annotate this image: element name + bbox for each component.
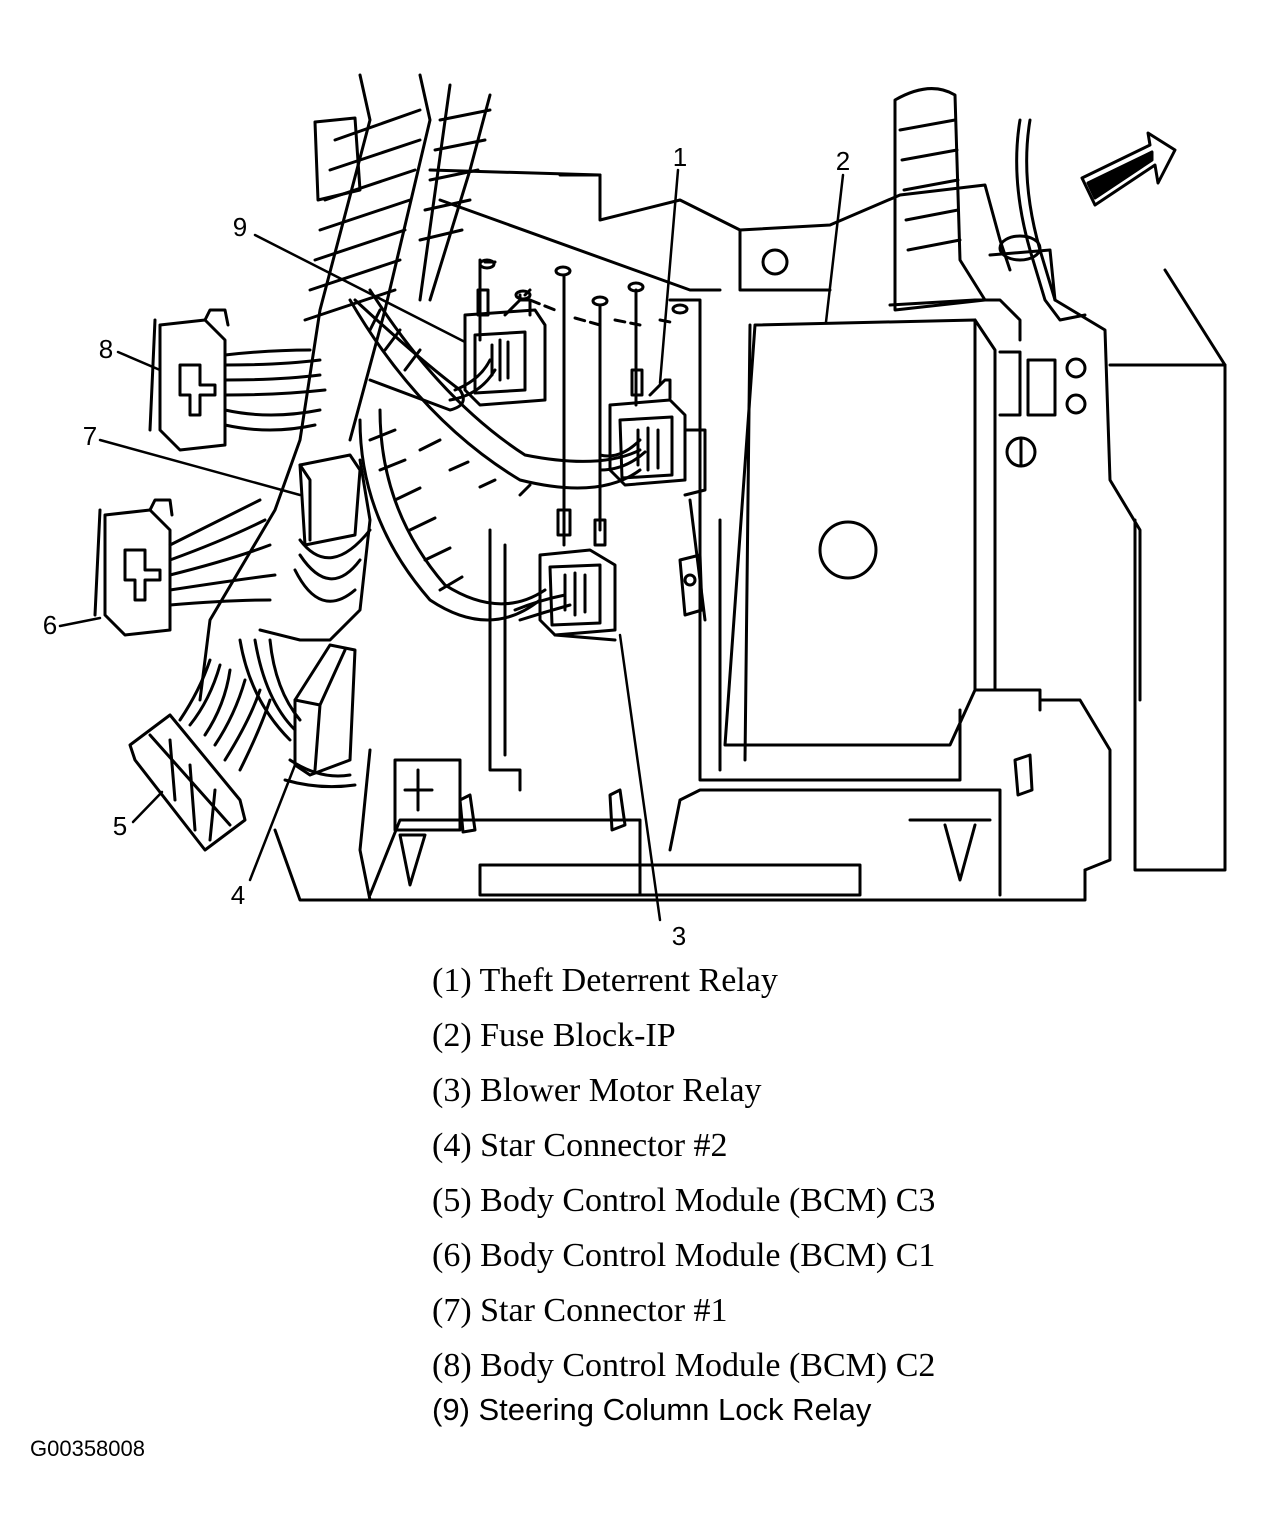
legend-item-2: (2) Fuse Block-IP [432, 1017, 676, 1054]
callout-4: 4 [231, 880, 245, 910]
star-connector-1 [293, 453, 372, 603]
callout-5: 5 [113, 811, 127, 841]
instrument-panel-frame [273, 116, 1227, 902]
legend-item-3: (3) Blower Motor Relay [432, 1072, 762, 1109]
steering-column-lock-relay [448, 258, 547, 407]
bcm-c2-connector [148, 308, 327, 452]
bcm-c1-connector [93, 498, 277, 637]
callout-9: 9 [233, 212, 247, 242]
legend-item-4: (4) Star Connector #2 [432, 1127, 728, 1164]
legend-item-9: (9) Steering Column Lock Relay [432, 1392, 872, 1427]
legend-item-5: (5) Body Control Module (BCM) C3 [432, 1182, 936, 1219]
figure-id: G00358008 [30, 1436, 145, 1461]
mounting-studs [478, 258, 689, 327]
bcm-c3-connector [128, 658, 272, 852]
component-legend: (1) Theft Deterrent Relay (2) Fuse Block… [432, 953, 935, 1435]
legend-item-8: (8) Body Control Module (BCM) C2 [432, 1347, 936, 1384]
legend-item-7: (7) Star Connector #1 [432, 1292, 728, 1329]
upper-right-harness [893, 87, 1087, 322]
legend-item-1: (1) Theft Deterrent Relay [432, 962, 778, 999]
fuse-block-ip [723, 298, 1022, 762]
callout-1: 1 [673, 142, 687, 172]
main-harness [198, 73, 642, 702]
callout-2: 2 [836, 146, 850, 176]
theft-deterrent-relay [598, 288, 707, 622]
forward-direction-arrow-icon [1080, 131, 1177, 207]
callout-leader-lines [58, 168, 845, 922]
callout-8: 8 [99, 334, 113, 364]
legend-item-6: (6) Body Control Module (BCM) C1 [432, 1237, 936, 1274]
callout-7: 7 [83, 421, 97, 451]
blower-motor-relay [513, 273, 617, 642]
star-connector-2 [238, 458, 372, 789]
callout-3: 3 [672, 921, 686, 951]
callout-6: 6 [43, 610, 57, 640]
